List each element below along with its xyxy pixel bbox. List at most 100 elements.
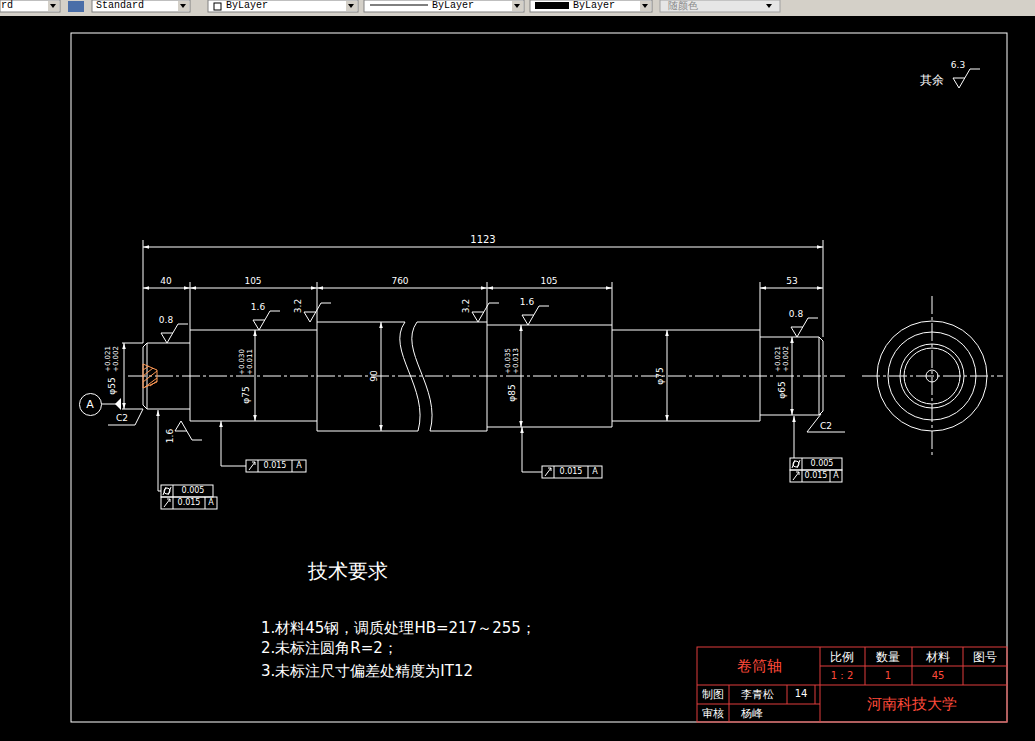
dimension-lines [317, 288, 487, 289]
title-cell: 制图 [702, 689, 724, 700]
tolerance-text: +0.021 [105, 346, 112, 372]
roughness-symbols [791, 318, 818, 337]
title-cell: 1 [885, 671, 891, 681]
roughness-value: 1.6 [166, 429, 175, 443]
chamfer-note: C2 [116, 414, 128, 423]
title-block [697, 685, 1007, 686]
shaft-outline [412, 322, 432, 431]
title-block [963, 647, 964, 685]
chamfer-leaders [108, 409, 143, 425]
datum-letter: A [592, 468, 597, 476]
diameter-text: φ75 [656, 367, 665, 384]
title-cell: 数量 [876, 651, 900, 663]
dimension-lines [487, 288, 612, 289]
dimension-text: 105 [243, 277, 262, 286]
dimension-text: 1123 [469, 235, 496, 245]
roughness-symbols [522, 306, 549, 325]
title-block [815, 685, 816, 704]
tolerance-frames [164, 488, 170, 494]
dimension-lines [143, 288, 190, 289]
tolerance-text: +0.035 [505, 348, 512, 374]
dimension-lines [143, 240, 144, 343]
tolerance-value: 0.005 [182, 487, 205, 495]
tolerance-frames [158, 410, 161, 491]
shaft-outline [760, 337, 761, 415]
dimension-lines [760, 288, 823, 289]
title-block [697, 647, 1007, 722]
toolbar [214, 3, 221, 10]
datum-letter: A [86, 399, 94, 410]
tolerance-frames [522, 427, 542, 472]
title-cell: 图号 [973, 651, 997, 663]
shaft-outline [143, 322, 823, 431]
tolerance-frames [790, 470, 842, 482]
roughness-symbols [161, 324, 188, 343]
tolerance-frames [161, 485, 213, 497]
toolbar [0, 0, 1035, 16]
center-hole-section [143, 364, 157, 388]
dimension-lines [760, 282, 761, 330]
dimension-text: 40 [159, 277, 172, 286]
shaft-outline [487, 325, 488, 427]
tolerance-value: 0.015 [264, 462, 287, 470]
roughness-symbols [161, 69, 980, 440]
chamfer-leaders [108, 409, 845, 432]
roughness-value: 3.2 [294, 299, 303, 313]
tolerance-frames [830, 470, 831, 482]
chamfer-leaders [807, 414, 845, 432]
tolerance-value: 0.015 [178, 499, 201, 507]
title-cell: 卷筒轴 [737, 659, 782, 674]
shaft-outline [400, 322, 420, 431]
center-hole-section [143, 366, 157, 387]
roughness-value: 0.8 [159, 316, 173, 325]
title-block [697, 704, 820, 705]
center-hole-section [143, 364, 157, 388]
end-view [904, 348, 960, 404]
centerline [128, 296, 1003, 456]
dimension-lines [255, 330, 256, 421]
title-cell: 1：2 [831, 671, 854, 681]
tolerance-value: 0.005 [811, 460, 834, 468]
toolbar [50, 4, 772, 8]
tolerance-frames [793, 472, 799, 480]
roughness-symbols [953, 69, 980, 88]
tolerance-frames [542, 466, 602, 478]
centerline [932, 296, 933, 456]
tolerance-frames [790, 458, 842, 470]
title-block [697, 647, 1007, 722]
tolerance-frames [173, 497, 174, 509]
shaft-outline [417, 322, 823, 431]
tolerance-value: 0.015 [560, 468, 583, 476]
note-line: 2.未标注圆角R=2； [261, 641, 398, 656]
tolerance-text: +0.011 [247, 349, 254, 375]
tolerance-frames [221, 421, 246, 466]
dimension-lines [667, 330, 668, 421]
dimension-lines [190, 282, 191, 330]
title-block [787, 685, 788, 704]
note-line: 3.未标注尺寸偏差处精度为IT12 [261, 664, 473, 679]
diameter-text: φ85 [508, 384, 517, 401]
dimension-lines [122, 409, 143, 410]
toolbar [68, 1, 84, 12]
roughness-symbols [304, 303, 331, 322]
dimension-text: 105 [539, 277, 558, 286]
roughness-value: 0.8 [789, 310, 803, 319]
tolerance-frames [792, 460, 800, 468]
shaft-outline [819, 337, 820, 415]
datum-circle: A [79, 393, 102, 416]
toolbar-text: ByLayer [432, 1, 474, 11]
tolerance-text: +0.021 [775, 346, 782, 372]
roughness-symbols [253, 311, 280, 330]
roughness-note: 其余 [920, 74, 944, 86]
diameter-text: φ55 [108, 377, 117, 394]
drawing-frame [71, 33, 1007, 722]
title-cell: 杨峰 [741, 708, 763, 719]
centerline [862, 376, 1003, 377]
chamfer-note: C2 [820, 422, 832, 431]
note-line: 1.材料45钢，调质处理HB=217～255； [261, 621, 536, 636]
toolbar [660, 0, 780, 12]
title-cell: 比例 [830, 651, 854, 663]
note-title: 技术要求 [308, 561, 388, 581]
tolerance-value: 0.015 [805, 472, 828, 480]
toolbar [0, 0, 1035, 16]
